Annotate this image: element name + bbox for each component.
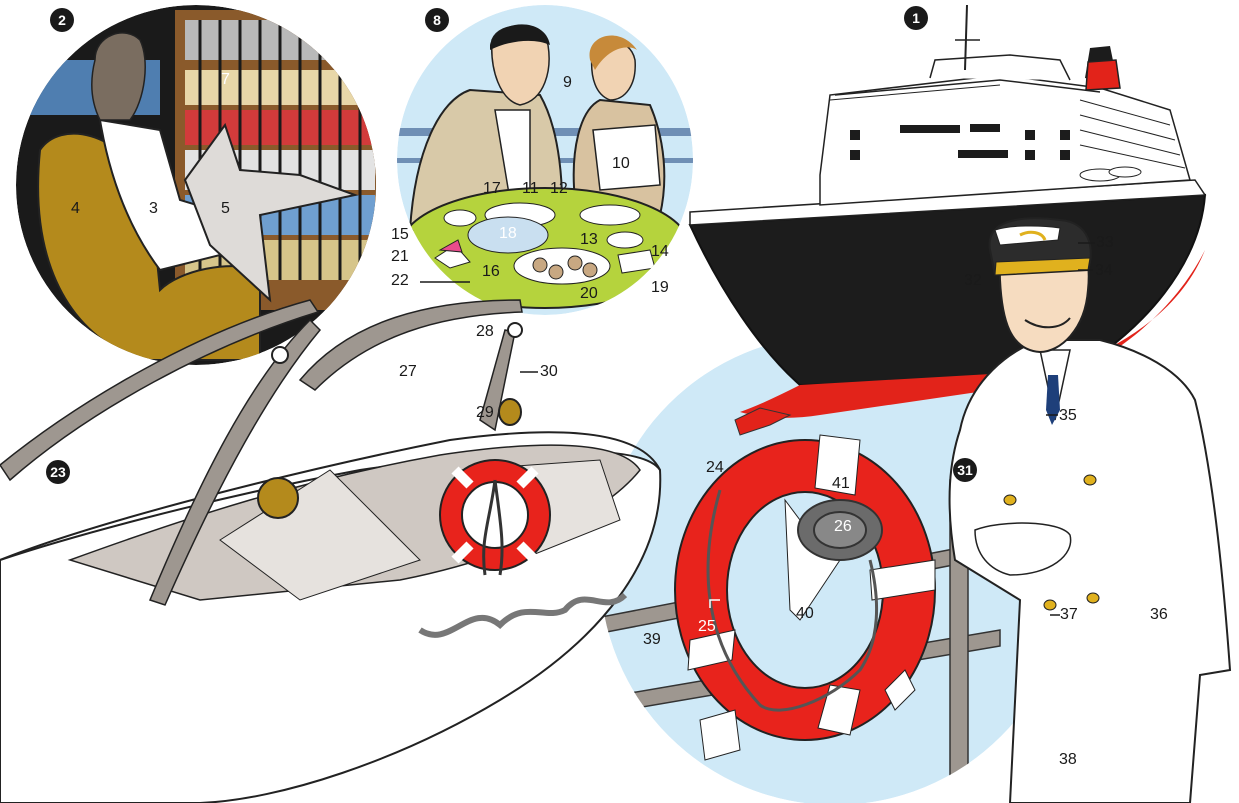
label-7: 7 <box>221 72 230 88</box>
label-20: 20 <box>580 286 598 302</box>
label-9: 9 <box>563 75 572 91</box>
lifeboat-illustration <box>0 300 660 803</box>
badge-ship: 1 <box>904 6 928 30</box>
label-36: 36 <box>1150 607 1168 623</box>
label-14: 14 <box>651 244 669 260</box>
label-39: 39 <box>643 632 661 648</box>
label-21: 21 <box>391 249 409 265</box>
label-5: 5 <box>221 201 230 217</box>
label-26: 26 <box>834 519 852 535</box>
label-10: 10 <box>612 156 630 172</box>
label-24: 24 <box>706 460 724 476</box>
label-19: 19 <box>651 280 669 296</box>
label-15: 15 <box>391 227 409 243</box>
label-32: 32 <box>964 273 982 289</box>
label-28: 28 <box>476 324 494 340</box>
label-22: 22 <box>391 273 409 289</box>
label-13: 13 <box>580 232 598 248</box>
label-35: 35 <box>1059 408 1077 424</box>
label-38: 38 <box>1059 752 1077 768</box>
dining-couple-scene <box>395 5 695 315</box>
label-34: 34 <box>1095 263 1113 279</box>
label-27: 27 <box>399 364 417 380</box>
label-16: 16 <box>482 264 500 280</box>
badge-dining: 8 <box>425 8 449 32</box>
label-25: 25 <box>698 619 716 635</box>
label-37: 37 <box>1060 607 1078 623</box>
label-6: 6 <box>150 136 159 152</box>
label-41: 41 <box>832 476 850 492</box>
badge-library: 2 <box>50 8 74 32</box>
label-12: 12 <box>550 181 568 197</box>
label-30: 30 <box>540 364 558 380</box>
label-17: 17 <box>483 181 501 197</box>
badge-lifeboat: 23 <box>46 460 70 484</box>
badge-captain: 31 <box>953 458 977 482</box>
label-18: 18 <box>499 226 517 242</box>
library-reading-scene <box>16 5 385 365</box>
label-3: 3 <box>149 201 158 217</box>
label-4: 4 <box>71 201 80 217</box>
label-11: 11 <box>522 181 539 197</box>
label-40: 40 <box>796 606 814 622</box>
label-29: 29 <box>476 405 494 421</box>
label-33: 33 <box>1096 235 1114 251</box>
